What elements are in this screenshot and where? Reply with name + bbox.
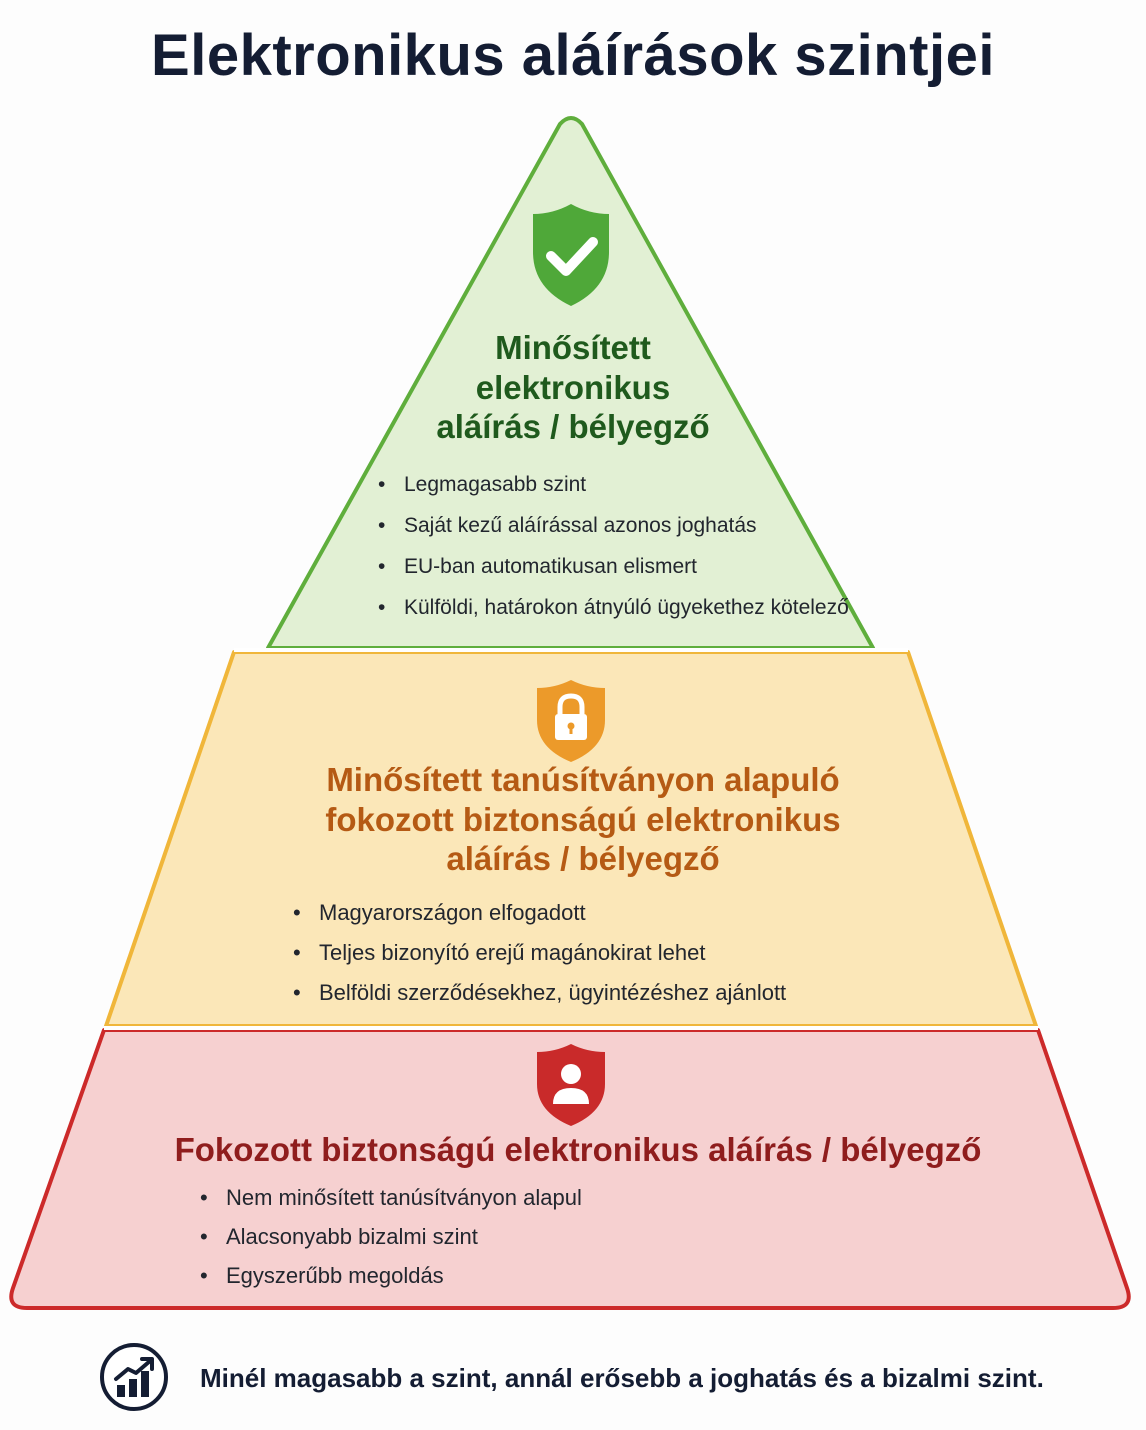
bullet-item: Belföldi szerződésekhez, ügyintézéshez a… bbox=[293, 976, 786, 1016]
tier-middle-title-line: fokozott biztonságú elektronikus bbox=[325, 800, 841, 838]
growth-chart-icon bbox=[100, 1343, 168, 1411]
tier-middle-title-line: Minősített tanúsítványon alapuló bbox=[326, 761, 840, 798]
shield-lock-icon bbox=[537, 680, 605, 762]
bullet-item: Legmagasabb szint bbox=[378, 468, 849, 509]
shield-check-icon bbox=[533, 204, 609, 306]
shield-user-icon bbox=[537, 1044, 605, 1126]
bullet-item: Magyarországon elfogadott bbox=[293, 896, 786, 936]
bullet-item: Külföldi, határokon átnyúló ügyekethez k… bbox=[378, 591, 849, 632]
tier-top-title-line: elektronikus bbox=[475, 368, 671, 406]
tier-top-title-line: Minősített bbox=[495, 329, 651, 366]
tier-middle-title: Minősített tanúsítványon alapuló fokozot… bbox=[250, 760, 916, 879]
page-title: Elektronikus aláírások szintjei bbox=[151, 23, 995, 88]
tier-top-title: Minősített elektronikus aláírás / bélyeg… bbox=[330, 328, 816, 447]
tier-bottom-title-line: Fokozott biztonságú elektronikus aláírás… bbox=[174, 1131, 982, 1168]
footer-text: Minél magasabb a szint, annál erősebb a … bbox=[200, 1363, 1044, 1393]
tier-top-title-line: aláírás / bélyegző bbox=[436, 408, 710, 446]
bullet-item: Alacsonyabb bizalmi szint bbox=[200, 1219, 582, 1258]
tier-bottom-title: Fokozott biztonságú elektronikus aláírás… bbox=[120, 1130, 1036, 1170]
tier-middle-title-line: aláírás / bélyegző bbox=[446, 840, 720, 878]
bullet-item: Egyszerűbb megoldás bbox=[200, 1258, 582, 1297]
tier-top-bullets: Legmagasabb szint Saját kezű aláírással … bbox=[378, 468, 849, 632]
bullet-item: EU-ban automatikusan elismert bbox=[378, 550, 849, 591]
bullet-item: Teljes bizonyító erejű magánokirat lehet bbox=[293, 936, 786, 976]
tier-bottom-bullets: Nem minősített tanúsítványon alapul Alac… bbox=[200, 1180, 582, 1297]
tier-middle-bullets: Magyarországon elfogadott Teljes bizonyí… bbox=[293, 896, 786, 1016]
bullet-item: Saját kezű aláírással azonos joghatás bbox=[378, 509, 849, 550]
bullet-item: Nem minősített tanúsítványon alapul bbox=[200, 1180, 582, 1219]
